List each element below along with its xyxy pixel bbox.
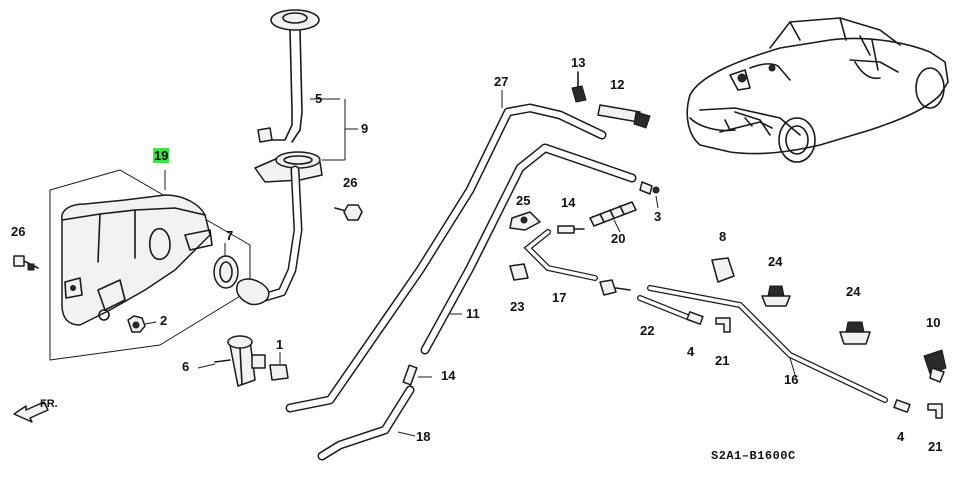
washer-reservoir [49,169,251,361]
callout-4-middle: 4 [687,344,695,359]
callout-26-middle: 26 [343,175,358,190]
hose-27 [285,103,607,413]
seal-7 [213,255,239,289]
callout-23: 23 [510,299,525,314]
vehicle-illustration [686,17,949,163]
callout-5: 5 [315,91,323,106]
clip-13 [571,71,587,103]
callout-7: 7 [226,228,234,243]
callout-19: 19 [153,148,170,163]
diagram-code: S2A1–B1600C [711,449,796,463]
callout-27: 27 [494,74,509,89]
callout-12: 12 [610,77,625,92]
nozzle-10 [923,349,947,383]
callout-21-middle: 21 [715,353,730,368]
callout-14-upper: 14 [561,195,576,210]
front-marker-label: FR. [40,398,58,410]
joint-4-middle [686,311,704,325]
callout-16: 16 [784,372,799,387]
nozzle-8 [711,257,735,283]
leader-lines [144,90,797,437]
grommet-1 [269,364,289,381]
callout-20: 20 [611,231,626,246]
joint-15 [599,279,631,296]
clip-23 [509,263,529,281]
joint-14-upper [557,225,585,234]
callout-17: 17 [552,290,567,305]
callout-10: 10 [926,315,941,330]
joint-4-lower [893,399,911,413]
callout-24-upper: 24 [768,254,783,269]
callout-26-left: 26 [11,224,26,239]
callout-24-lower: 24 [846,284,861,299]
check-valve-20 [589,201,637,227]
joint-14-lower [402,364,418,386]
front-direction-arrow [13,401,49,423]
callout-6: 6 [182,359,190,374]
callout-13: 13 [571,55,586,70]
hose-18 [317,385,415,461]
hose-17 [523,229,598,281]
callout-14-lower: 14 [441,368,456,383]
callout-9: 9 [361,121,369,136]
filler-neck [236,9,323,306]
elbow-21-middle [715,317,731,333]
nozzle-12 [597,104,651,129]
callout-25: 25 [516,193,531,208]
callout-2: 2 [160,313,168,328]
callout-18: 18 [416,429,431,444]
nut-2 [127,315,146,333]
callout-4-lower: 4 [897,429,905,444]
callout-3: 3 [654,209,662,224]
callout-21-lower: 21 [928,439,943,454]
bolt-26-middle [334,204,363,221]
hose-22 [637,295,693,321]
elbow-21-lower [927,403,943,419]
callout-8: 8 [719,229,727,244]
joint-3 [639,181,660,195]
callout-1: 1 [276,337,284,352]
grommet-24-upper [761,285,791,307]
bracket-25 [509,211,541,231]
hose-16 [647,285,888,403]
callout-11: 11 [466,306,480,321]
bolt-26-left [13,255,39,271]
hose-11 [420,143,637,355]
grommet-24-lower [839,321,871,345]
washer-pump-6 [214,335,266,387]
callout-22: 22 [640,323,655,338]
